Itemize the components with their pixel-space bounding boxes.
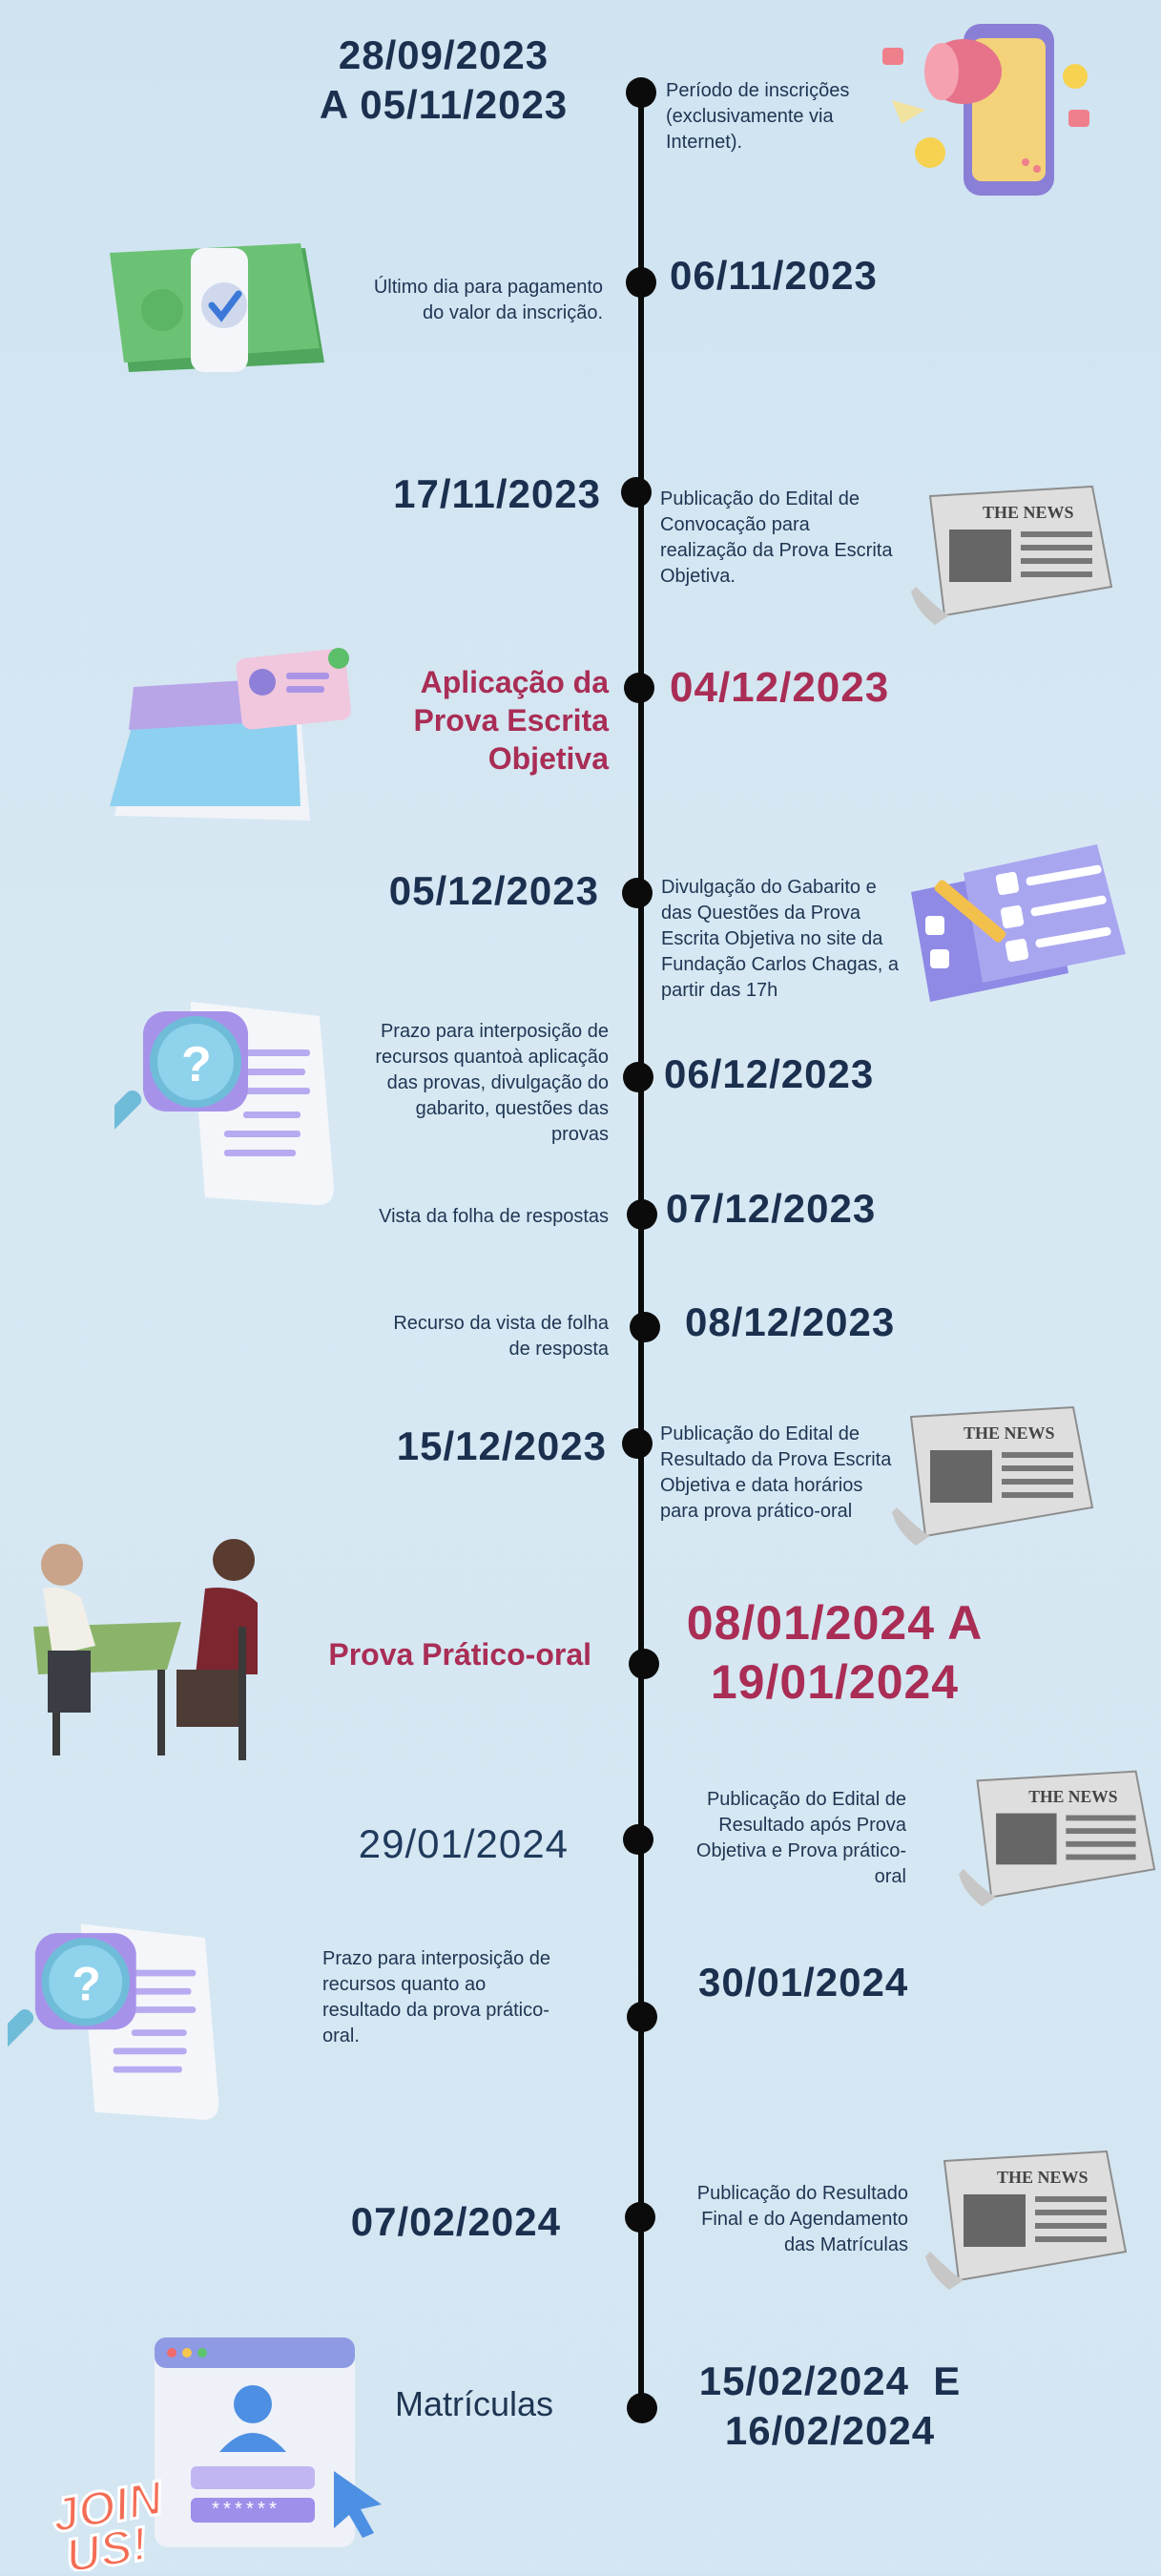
newspaper-icon: THE NEWS	[959, 1765, 1159, 1908]
event-description: Vista da folha de respostas	[379, 1206, 609, 1227]
event-title: Aplicação da Prova Escrita Objetiva	[413, 665, 609, 776]
event-date: 15/12/2023	[396, 1423, 607, 1468]
svg-text:THE NEWS: THE NEWS	[1028, 1787, 1118, 1806]
event-description: Recurso da vista de folha de resposta	[393, 1313, 609, 1360]
event-description: Publicação do Edital de Convocação para …	[660, 488, 893, 587]
timeline-dot	[621, 477, 652, 508]
timeline-dot	[627, 2002, 657, 2032]
event-description: Publicação do Resultado Final e do Agend…	[696, 2183, 908, 2255]
timeline-dot	[629, 1649, 659, 1679]
event-date: 15/02/2024 E 16/02/2024	[698, 2358, 962, 2453]
event-date: 06/11/2023	[670, 253, 878, 298]
timeline-line	[638, 86, 644, 2414]
svg-text:THE NEWS: THE NEWS	[997, 2168, 1088, 2187]
timeline-dot	[622, 1428, 653, 1459]
interview-people-icon	[24, 1531, 281, 1779]
timeline-dot	[626, 77, 656, 108]
event-description: Publicação do Edital de Resultado da Pro…	[660, 1423, 892, 1522]
timeline-dot	[622, 878, 653, 908]
timeline-dot	[627, 1199, 657, 1230]
svg-text:******: ******	[210, 2501, 279, 2523]
event-date: 29/01/2024	[358, 1821, 569, 1866]
timeline-dot	[625, 2202, 655, 2233]
svg-text:THE NEWS: THE NEWS	[983, 503, 1074, 522]
money-stack-icon	[105, 229, 334, 391]
event-date: 30/01/2024	[698, 1960, 909, 2005]
checklist-icon	[906, 840, 1159, 1011]
newspaper-icon: THE NEWS	[911, 482, 1116, 625]
event-date: 05/12/2023	[388, 868, 599, 913]
event-description: Publicação do Edital de Resultado após P…	[695, 1789, 906, 1887]
event-description: Divulgação do Gabarito e das Questões da…	[661, 877, 900, 1001]
newspaper-icon: THE NEWS	[892, 1402, 1097, 1546]
event-date: 17/11/2023	[393, 471, 601, 516]
event-title: Prova Prático-oral	[328, 1637, 591, 1672]
event-date: 08/01/2024 A 19/01/2024	[686, 1596, 984, 1709]
timeline-dot	[624, 673, 654, 703]
newspaper-icon: THE NEWS	[925, 2147, 1130, 2290]
svg-text:?: ?	[72, 1957, 101, 2010]
calendar-id-card-icon	[105, 644, 363, 835]
svg-text:THE NEWS: THE NEWS	[964, 1423, 1055, 1443]
document-magnifier-question-icon: ?	[0, 1918, 251, 2128]
event-date: 08/12/2023	[685, 1299, 896, 1344]
svg-text:?: ?	[181, 1037, 212, 1092]
event-date: 04/12/2023	[670, 664, 890, 711]
join-us-login-window-icon: ****** JOIN US!	[46, 2328, 410, 2576]
event-date: 07/12/2023	[666, 1186, 877, 1231]
event-title: Matrículas	[394, 2384, 553, 2423]
megaphone-phone-icon	[873, 10, 1111, 200]
event-date: 06/12/2023	[664, 1051, 875, 1096]
event-date: 07/02/2024	[350, 2199, 561, 2244]
timeline-dot	[630, 1312, 660, 1342]
timeline-dot	[626, 267, 656, 298]
event-description: Prazo para interposição de recursos quan…	[322, 1948, 551, 2046]
event-date: 28/09/2023 A 05/11/2023	[319, 32, 569, 127]
event-description: Último dia para pagamento do valor da in…	[373, 277, 603, 323]
event-description: Prazo para interposição de recursos quan…	[375, 1021, 609, 1145]
document-magnifier-question-icon: ?	[96, 997, 367, 1212]
event-description: Período de inscrições (exclusivamente vi…	[666, 80, 850, 153]
timeline-dot	[623, 1062, 653, 1092]
timeline-dot	[627, 2393, 657, 2423]
timeline-dot	[623, 1824, 653, 1855]
